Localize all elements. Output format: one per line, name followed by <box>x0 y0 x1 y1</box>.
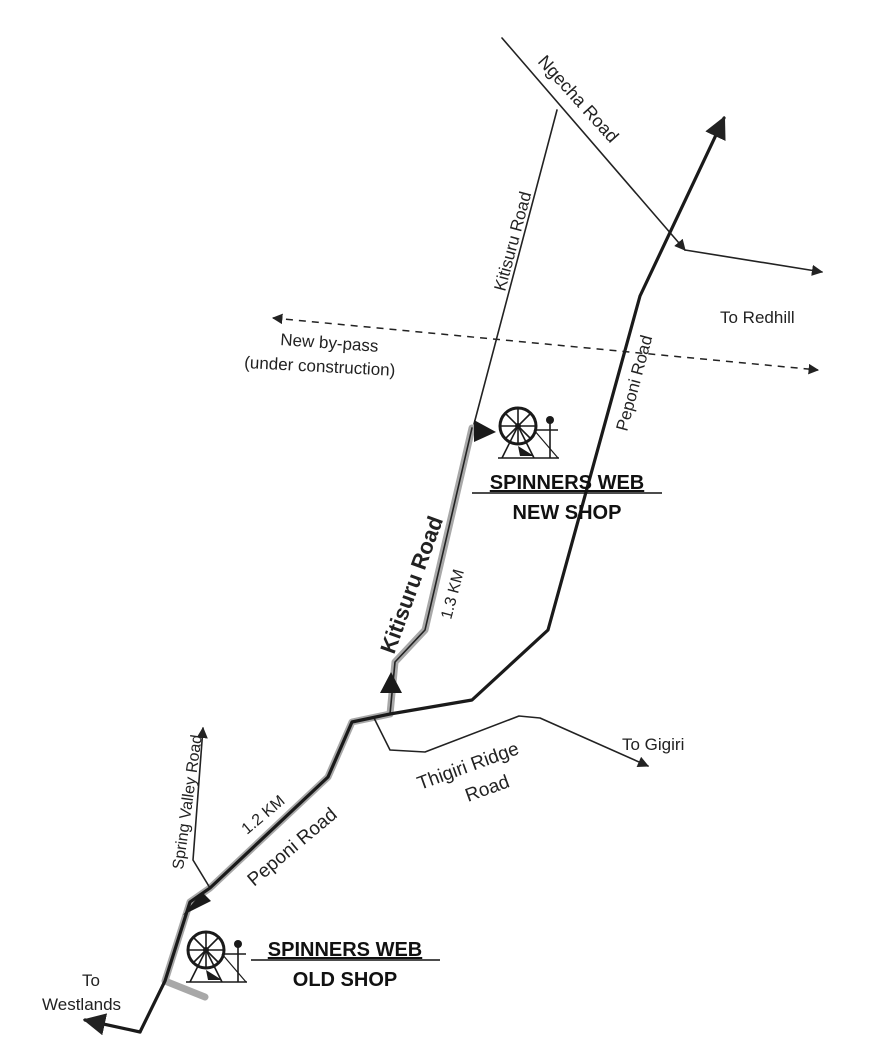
thigiri-ridge-road <box>373 715 650 768</box>
spring-valley-road <box>192 726 211 889</box>
new-shop-title: SPINNERS WEB <box>490 472 644 494</box>
spinning-wheel-icon <box>498 406 559 459</box>
label-ngecha-road: Ngecha Road <box>534 51 623 146</box>
old-shop-title: SPINNERS WEB <box>268 939 422 961</box>
peponi-road <box>138 115 726 1034</box>
ngecha-road <box>501 37 686 251</box>
label-to-westlands-line2: Westlands <box>42 995 121 1014</box>
westlands-road <box>82 1013 142 1036</box>
arrow-head-icon <box>380 672 402 693</box>
label-bypass-line1: New by-pass <box>280 330 379 356</box>
old-shop-subtitle: OLD SHOP <box>293 969 397 991</box>
arrow-head-icon <box>474 420 496 442</box>
spinning-wheel-icon <box>186 930 247 983</box>
label-distance-peponi: 1.2 KM <box>239 792 289 838</box>
label-to-redhill: To Redhill <box>720 308 795 327</box>
label-distance-kitisuru: 1.3 KM <box>438 568 468 621</box>
label-bypass-line2: (under construction) <box>244 353 396 380</box>
arrow-head-icon <box>183 892 211 915</box>
new-shop-subtitle: NEW SHOP <box>513 502 622 524</box>
label-to-gigiri: To Gigiri <box>622 735 684 754</box>
new-bypass <box>271 313 820 375</box>
label-to-westlands-line1: To <box>82 971 100 990</box>
redhill-road <box>684 249 824 276</box>
label-spring-valley-road: Spring Valley Road <box>170 734 206 871</box>
label-kitisuru-road-upper: Kitisuru Road <box>491 190 536 294</box>
label-peponi-road-upper: Peponi Road <box>613 333 657 433</box>
